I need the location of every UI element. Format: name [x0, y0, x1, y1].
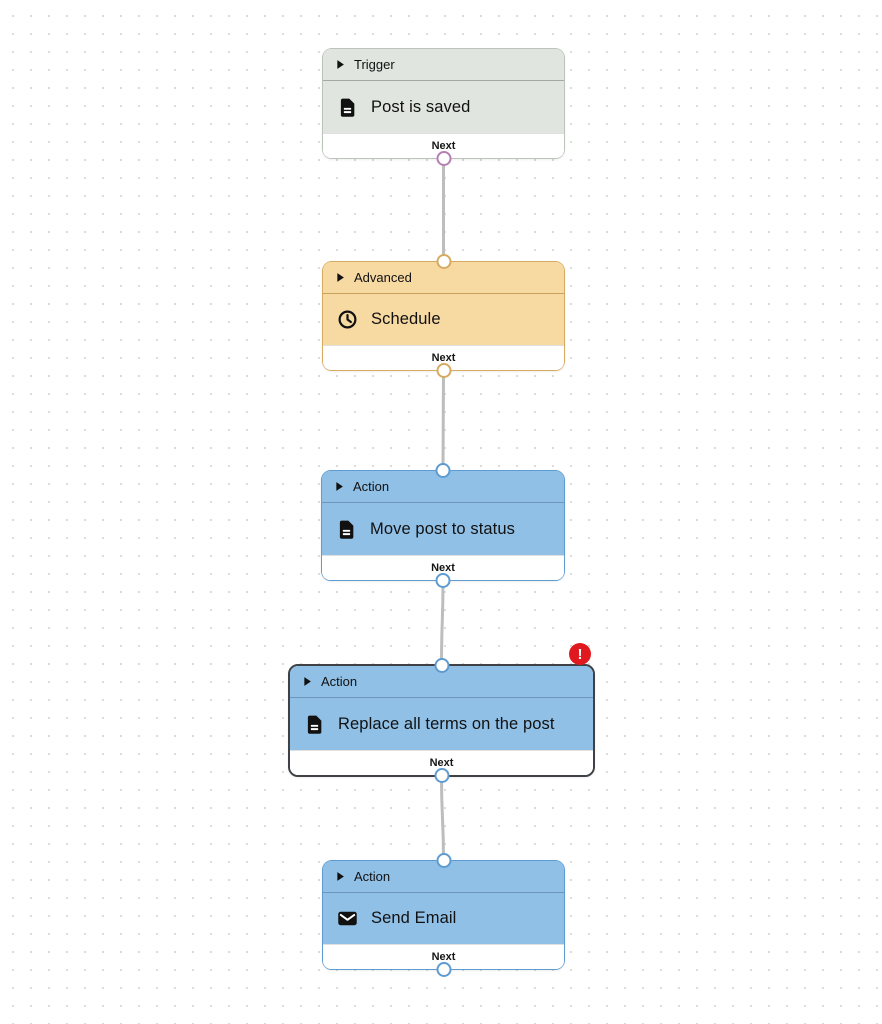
input-port[interactable]: [435, 463, 451, 478]
node-header[interactable]: Trigger: [323, 49, 564, 81]
input-port[interactable]: [434, 658, 449, 673]
next-port-label: Next: [431, 352, 456, 364]
next-port-label: Next: [431, 140, 456, 152]
node-type-label: Action: [353, 479, 390, 494]
expand-arrow-icon[interactable]: [336, 871, 345, 882]
node-header[interactable]: Action: [322, 471, 564, 503]
node-body[interactable]: Send Email: [323, 893, 564, 944]
node-type-label: Action: [354, 869, 391, 884]
input-port[interactable]: [436, 254, 451, 269]
input-port[interactable]: [436, 853, 451, 868]
node-body[interactable]: Post is saved: [323, 81, 564, 133]
document-icon: [304, 714, 325, 735]
next-port-label: Next: [429, 757, 454, 769]
node-type-label: Action: [321, 674, 358, 689]
node-type-label: Advanced: [354, 270, 412, 285]
node-body[interactable]: Move post to status: [322, 503, 564, 555]
workflow-node[interactable]: Trigger Post is saved Next: [322, 48, 565, 166]
node-title: Schedule: [371, 310, 441, 328]
clock-icon: [337, 309, 358, 330]
output-port[interactable]: [436, 363, 451, 378]
connection-edge[interactable]: [441, 370, 445, 471]
node-title: Post is saved: [371, 97, 471, 116]
expand-arrow-icon[interactable]: [336, 59, 345, 70]
connection-edge[interactable]: [440, 776, 445, 861]
node-title: Replace all terms on the post: [338, 714, 555, 733]
next-port-label: Next: [431, 562, 455, 574]
output-port[interactable]: [436, 962, 451, 977]
workflow-node[interactable]: Advanced Schedule Next: [322, 254, 565, 378]
workflow-node[interactable]: Action Move post to status Next: [321, 463, 565, 588]
document-icon: [337, 97, 358, 118]
node-type-label: Trigger: [354, 57, 395, 72]
workflow-node[interactable]: Action Send Email Next: [322, 853, 565, 977]
connection-edge[interactable]: [440, 580, 445, 665]
expand-arrow-icon[interactable]: [336, 272, 345, 283]
node-body[interactable]: Replace all terms on the post: [290, 698, 593, 750]
email-icon: [337, 908, 358, 929]
output-port[interactable]: [436, 151, 451, 166]
node-title: Move post to status: [370, 519, 515, 538]
expand-arrow-icon[interactable]: [335, 481, 344, 492]
document-icon: [336, 519, 357, 540]
node-body[interactable]: Schedule: [323, 294, 564, 345]
error-badge[interactable]: !: [569, 643, 591, 665]
node-title: Send Email: [371, 909, 457, 927]
expand-arrow-icon[interactable]: [303, 676, 312, 687]
next-port-label: Next: [431, 951, 456, 963]
output-port[interactable]: [435, 573, 451, 588]
output-port[interactable]: [434, 768, 449, 783]
workflow-node[interactable]: Action Replace all terms on the post Nex…: [288, 643, 595, 783]
